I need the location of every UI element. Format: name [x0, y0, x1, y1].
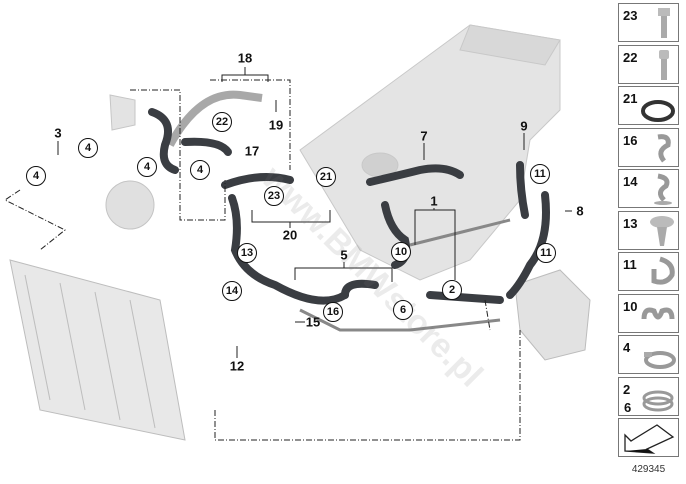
callout-18: 18 — [237, 50, 253, 66]
hex-bolt-icon — [658, 8, 670, 38]
legend-item-expanding-rivet: 13 — [618, 210, 679, 250]
callout-1: 1 — [430, 193, 438, 209]
callout-19: 19 — [268, 117, 284, 133]
hose-clip-icon — [657, 133, 671, 163]
callout-13: 13 — [237, 243, 257, 263]
callout-15: 15 — [305, 314, 321, 330]
expansion-tank — [514, 269, 591, 361]
o-ring-icon — [641, 100, 675, 122]
callout-7: 7 — [420, 128, 428, 144]
hose-clip-icon — [654, 173, 672, 205]
expanding-rivet-icon — [650, 215, 674, 246]
legend-item-clip: 14 — [618, 169, 679, 208]
legend-item-double-holder: 10 — [618, 293, 679, 333]
callout-20: 20 — [282, 227, 298, 243]
leader-lines — [4, 79, 521, 441]
legend-number: 4 — [623, 340, 631, 355]
callout-3: 3 — [54, 125, 62, 141]
callout-4: 4 — [78, 138, 98, 158]
callout-11: 11 — [536, 243, 556, 263]
diagram-number: 429345 — [631, 464, 666, 475]
callout-6: 6 — [393, 300, 413, 320]
double-hose-holder-icon — [641, 307, 675, 319]
bracket-lines — [57, 67, 572, 358]
legend-item-direction-arrow — [618, 418, 679, 457]
coolant-hoses-thin — [299, 218, 511, 332]
legend-item-holder: 11 — [618, 252, 679, 291]
legend-number: 6 — [624, 399, 632, 415]
callout-22: 22 — [212, 112, 232, 132]
legend-number: 21 — [623, 91, 638, 106]
engine-block — [299, 24, 561, 281]
callout-17: 17 — [244, 143, 260, 159]
legend-number: 11 — [623, 257, 637, 272]
callout-14: 14 — [222, 281, 242, 301]
legend-item-o-ring: 21 — [618, 86, 679, 125]
legend-number: 16 — [623, 132, 638, 148]
coolant-hoses — [148, 108, 550, 305]
legend-number: 23 — [623, 8, 638, 23]
legend-item-hose-clamp: 4 — [618, 335, 679, 374]
callout-2: 2 — [442, 280, 462, 300]
water-pump — [105, 180, 155, 230]
callout-4: 4 — [137, 157, 157, 177]
cooling-system-diagram: www.BMWstore.pl — [4, 24, 591, 441]
spring-clamp-icon — [642, 390, 674, 411]
callout-23: 23 — [264, 186, 284, 206]
legend-item-bolt: 23 — [618, 3, 679, 42]
legend-number: 14 — [623, 174, 638, 189]
callout-8: 8 — [576, 203, 584, 219]
hose-clamp-icon — [644, 351, 676, 369]
legend-item-clip: 16 — [618, 127, 679, 167]
legend-number: 10 — [623, 298, 638, 314]
direction-arrow-icon — [624, 424, 675, 454]
thermostat — [109, 94, 136, 131]
torx-bolt-icon — [659, 49, 669, 80]
legend-number: 13 — [623, 215, 638, 231]
legend-number: 22 — [623, 49, 638, 65]
callout-11: 11 — [530, 164, 550, 184]
callout-4: 4 — [26, 166, 46, 186]
legend-number: 2 — [623, 381, 631, 397]
hose-holder-icon — [651, 256, 675, 285]
callout-9: 9 — [520, 118, 528, 134]
callout-16: 16 — [323, 302, 343, 322]
callout-21: 21 — [316, 167, 336, 187]
callout-5: 5 — [340, 247, 348, 263]
coolant-pipe — [166, 90, 263, 147]
radiator — [9, 259, 186, 441]
callout-4: 4 — [190, 160, 210, 180]
legend-item-bolt: 22 — [618, 44, 679, 84]
callout-12: 12 — [229, 358, 245, 374]
callout-10: 10 — [391, 242, 411, 262]
